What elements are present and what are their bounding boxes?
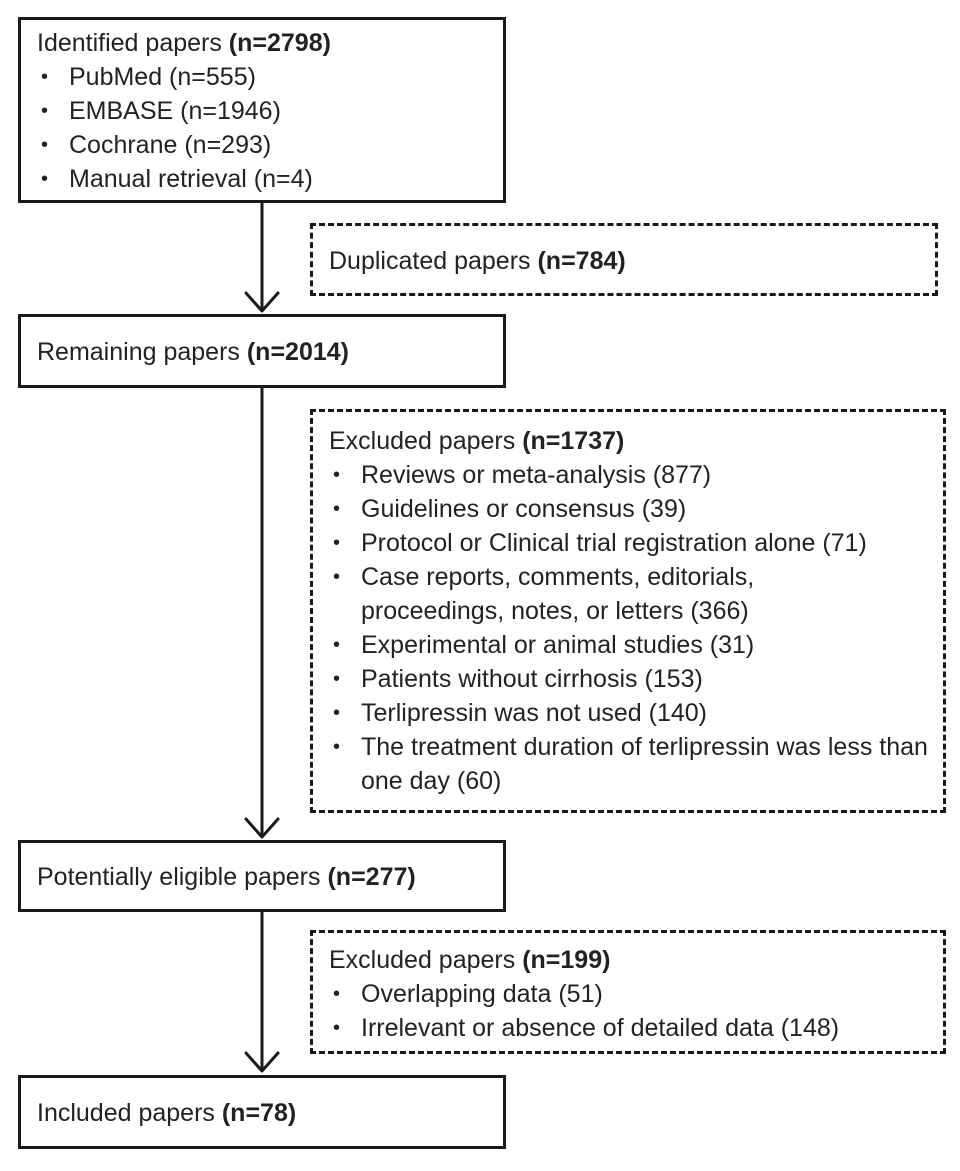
eligible-papers-title: Potentially eligible papers (n=277) <box>37 863 416 891</box>
list-item: EMBASE (n=1946) <box>37 94 503 128</box>
duplicated-papers-count: (n=784) <box>537 247 626 275</box>
excluded-papers-title-2: Excluded papers (n=199) <box>329 946 611 974</box>
identified-sources-list: PubMed (n=555) EMBASE (n=1946) Cochrane … <box>37 60 503 196</box>
included-papers-box: Included papers (n=78) <box>18 1075 506 1149</box>
list-item: Cochrane (n=293) <box>37 128 503 162</box>
arrowhead-included <box>244 1051 280 1073</box>
eligible-papers-count: (n=277) <box>327 863 416 891</box>
list-item: Guidelines or consensus (39) <box>329 492 929 526</box>
remaining-papers-box: Remaining papers (n=2014) <box>18 314 506 388</box>
duplicated-papers-title: Duplicated papers (n=784) <box>329 247 626 275</box>
list-item: Patients without cirrhosis (153) <box>329 662 929 696</box>
list-item: Irrelevant or absence of detailed data (… <box>329 1011 943 1045</box>
included-papers-count: (n=78) <box>221 1099 297 1127</box>
list-item: The treatment duration of terlipressin w… <box>329 730 936 798</box>
list-item: Overlapping data (51) <box>329 977 943 1011</box>
arrowhead-remaining <box>244 291 280 313</box>
duplicated-papers-box: Duplicated papers (n=784) <box>310 223 938 296</box>
excluded-papers-count-1: (n=1737) <box>522 427 625 455</box>
list-item: Manual retrieval (n=4) <box>37 162 503 196</box>
identified-papers-box: Identified papers (n=2798) PubMed (n=555… <box>18 17 506 203</box>
arrowhead-eligible <box>244 817 280 839</box>
list-item: Case reports, comments, editorials, proc… <box>329 560 821 628</box>
included-papers-title: Included papers (n=78) <box>37 1099 297 1127</box>
remaining-papers-count: (n=2014) <box>246 338 349 366</box>
excluded-papers-title-1: Excluded papers (n=1737) <box>329 427 625 455</box>
excluded-papers-box-1: Excluded papers (n=1737) Reviews or meta… <box>310 409 946 813</box>
exclusion-reasons-list-2: Overlapping data (51) Irrelevant or abse… <box>329 977 943 1045</box>
list-item: PubMed (n=555) <box>37 60 503 94</box>
identified-papers-count: (n=2798) <box>228 29 331 57</box>
excluded-papers-box-2: Excluded papers (n=199) Overlapping data… <box>310 930 946 1054</box>
list-item: Terlipressin was not used (140) <box>329 696 929 730</box>
list-item: Reviews or meta-analysis (877) <box>329 458 929 492</box>
excluded-papers-count-2: (n=199) <box>522 946 611 974</box>
identified-papers-title: Identified papers (n=2798) <box>37 29 331 57</box>
eligible-papers-box: Potentially eligible papers (n=277) <box>18 840 506 912</box>
exclusion-reasons-list-1: Reviews or meta-analysis (877) Guideline… <box>329 458 929 798</box>
remaining-papers-title: Remaining papers (n=2014) <box>37 338 349 366</box>
list-item: Protocol or Clinical trial registration … <box>329 526 929 560</box>
list-item: Experimental or animal studies (31) <box>329 628 929 662</box>
